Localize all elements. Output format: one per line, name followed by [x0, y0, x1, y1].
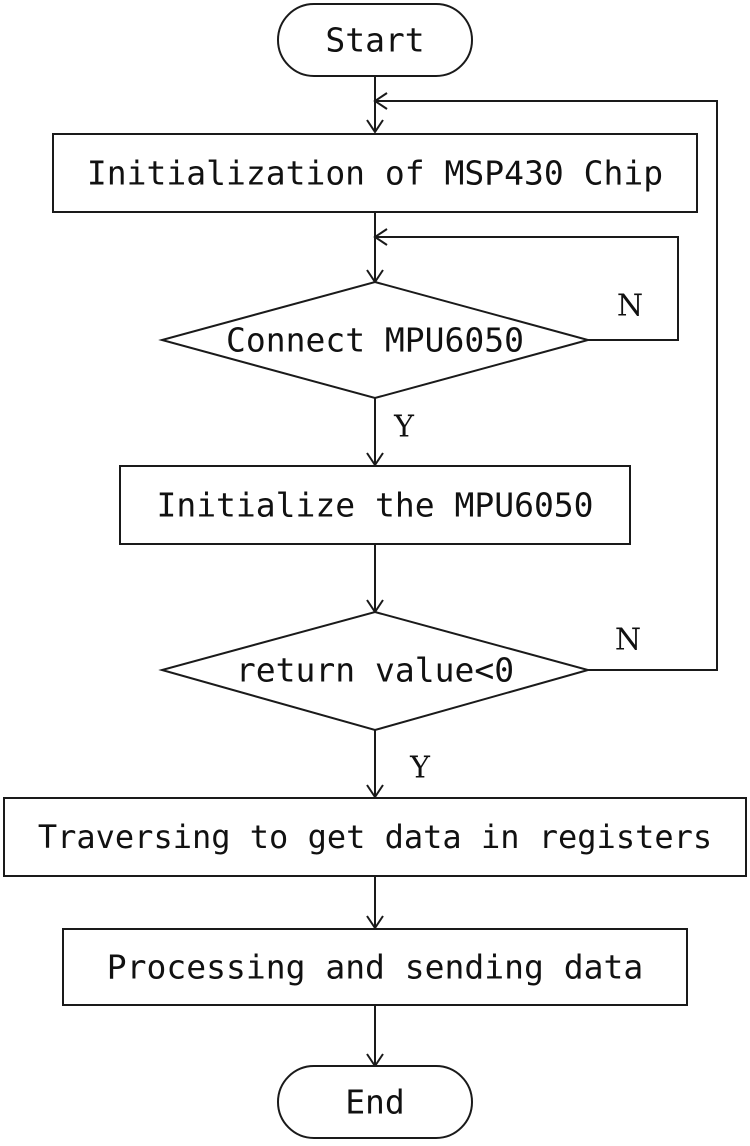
- connector-return-yes-to-traverse: [366, 730, 384, 799]
- return-no-label: N: [615, 623, 641, 658]
- process-send-label: Processing and sending data: [107, 948, 643, 987]
- return-yes-label: Y: [409, 751, 431, 786]
- connector-traverse-to-process: [366, 876, 384, 930]
- init-chip-label: Initialization of MSP430 Chip: [87, 154, 663, 193]
- connect-label: Connect MPU6050: [226, 321, 524, 360]
- connector-connect-no-loop: [373, 228, 679, 341]
- traverse-label: Traversing to get data in registers: [38, 818, 712, 856]
- connector-return-no-loop: [373, 92, 718, 671]
- connect-no-label: N: [617, 289, 643, 324]
- init-mpu-label: Initialize the MPU6050: [156, 486, 593, 525]
- connect-yes-label: Y: [393, 410, 415, 445]
- connector-process-to-end: [366, 1005, 384, 1068]
- start-label: Start: [325, 21, 424, 60]
- init-chip-process: Initialization of MSP430 Chip: [52, 133, 698, 213]
- connector-init-mpu-to-return-check: [366, 544, 384, 614]
- return-check-decision: return value<0: [158, 610, 592, 732]
- connector-connect-yes-to-init-mpu: [366, 398, 384, 467]
- end-label: End: [345, 1083, 405, 1122]
- start-terminal: Start: [277, 3, 473, 77]
- connector-start-to-init-chip: [366, 76, 384, 134]
- connector-init-chip-to-connect: [366, 212, 384, 284]
- traverse-process: Traversing to get data in registers: [3, 797, 747, 877]
- end-terminal: End: [277, 1065, 473, 1139]
- process-send-process: Processing and sending data: [62, 928, 688, 1006]
- return-check-label: return value<0: [236, 651, 514, 690]
- connect-decision: Connect MPU6050: [158, 280, 592, 400]
- init-mpu-process: Initialize the MPU6050: [119, 465, 631, 545]
